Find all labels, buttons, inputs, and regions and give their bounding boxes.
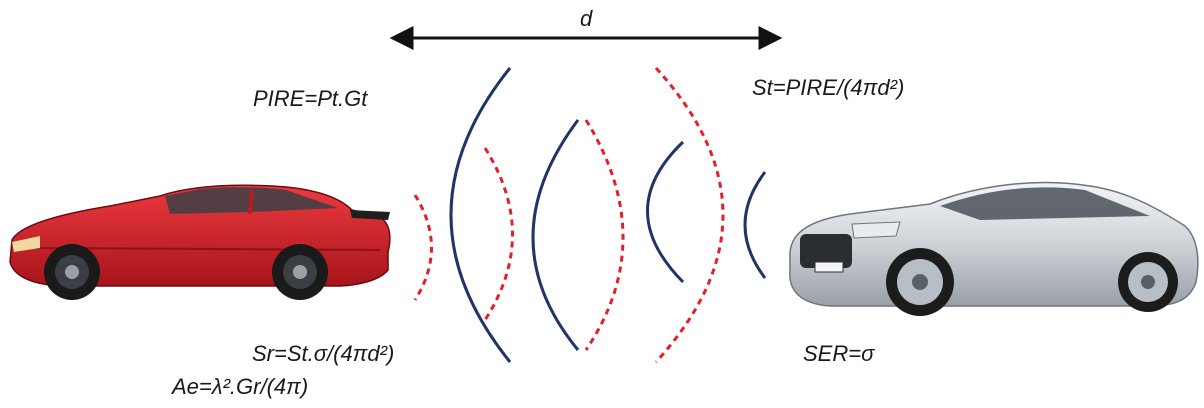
transmitted-wave-1 xyxy=(449,67,512,363)
transmitted-wave-2 xyxy=(531,119,580,351)
power-density-formula: St=PIRE/(4πd²) xyxy=(752,75,905,100)
reflected-wave-1 xyxy=(413,194,433,301)
reflected-wave-3 xyxy=(584,119,625,351)
transmitted-waves xyxy=(449,67,767,363)
reflected-waves xyxy=(413,66,725,364)
reflected-wave-2 xyxy=(483,147,514,321)
pire-formula: PIRE=Pt.Gt xyxy=(253,86,368,111)
effective-area-formula: Ae=λ².Gr/(4π) xyxy=(172,374,309,399)
target-car xyxy=(789,181,1199,316)
transmitted-wave-3 xyxy=(646,140,685,284)
transmitted-wave-4 xyxy=(743,171,767,279)
reflected-wave-4 xyxy=(654,66,725,364)
distance-label: d xyxy=(580,6,593,31)
radar-car xyxy=(9,184,391,300)
received-density-formula: Sr=St.σ/(4πd²) xyxy=(252,341,395,366)
ser-label: SER=σ xyxy=(803,341,875,366)
